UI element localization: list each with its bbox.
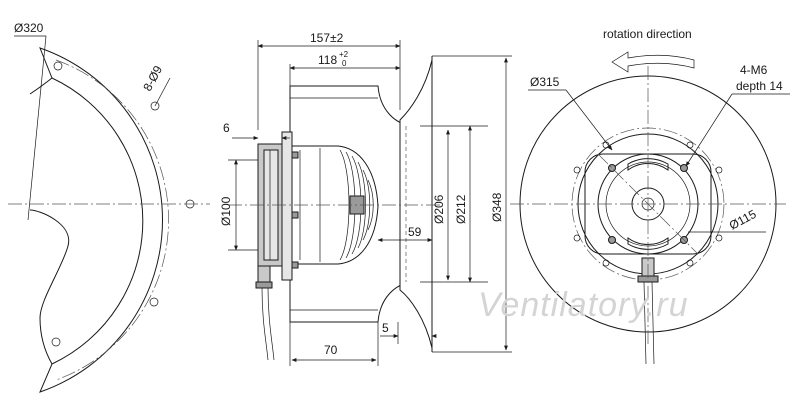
- dim-118-lower-tol: 0: [342, 59, 347, 68]
- leader-line: [565, 89, 613, 151]
- inlet-cone-curve: [29, 77, 70, 365]
- dim-212-label: Ø212: [454, 194, 468, 224]
- slot-bottom: [627, 237, 669, 250]
- hub-flange: [584, 153, 712, 255]
- center-line: [597, 153, 699, 255]
- back-plate: [281, 131, 293, 281]
- mounting-hole: [150, 101, 160, 111]
- leader-line: [27, 35, 47, 221]
- ring-hole: [686, 259, 694, 267]
- depth-label: depth 14: [736, 79, 783, 93]
- ring-hole: [715, 234, 723, 242]
- cable: [643, 281, 655, 365]
- cable: [261, 287, 275, 361]
- dim-70-label: 70: [324, 343, 338, 357]
- ring-hole: [573, 234, 581, 242]
- screw: [291, 261, 299, 269]
- mounting-hole: [51, 337, 61, 347]
- thread-label: 4-M6: [740, 63, 768, 77]
- leader-line: [685, 93, 733, 167]
- inlet-flange: [399, 56, 433, 352]
- slot-top: [627, 158, 669, 171]
- leader-line: [154, 77, 171, 107]
- inlet-ring-half: [39, 47, 163, 393]
- dim-6-label: 6: [223, 121, 230, 135]
- m6-hole: [608, 236, 616, 244]
- dia-315-label: Ø315: [530, 75, 560, 89]
- rotation-arrow: [611, 51, 695, 73]
- mounting-hole: [53, 61, 63, 71]
- rotation-direction-label: rotation direction: [603, 27, 692, 41]
- holes-8-label: 8-Ø9: [140, 63, 165, 93]
- dim-100-label: Ø100: [219, 196, 233, 226]
- ring-hole: [602, 259, 610, 267]
- screw: [291, 151, 299, 159]
- dim-157-label: 157±2: [310, 31, 344, 45]
- screw: [291, 211, 299, 219]
- mounting-hole: [149, 297, 159, 307]
- watermark: Ventilatory.ru: [478, 286, 689, 324]
- dim-5-label: 5: [382, 321, 389, 335]
- cable-gland-nut: [255, 281, 273, 289]
- diameter-320-label: Ø320: [14, 21, 44, 35]
- side-view: 157±2 118 +2 0: [219, 31, 512, 366]
- dim-206-label: Ø206: [432, 194, 446, 224]
- dim-118-upper-tol: +2: [339, 50, 349, 59]
- ring-hole: [715, 166, 723, 174]
- dim-348-label: Ø348: [490, 192, 504, 222]
- left-view: Ø320 8-Ø9: [8, 21, 210, 393]
- dim-59-label: 59: [408, 225, 422, 239]
- ring-hole: [573, 166, 581, 174]
- cable-gland: [257, 265, 271, 283]
- dim-118-label: 118: [318, 53, 337, 67]
- hole-pitch-circle: [55, 59, 169, 381]
- front-view: rotation direction Ø315 4-M6 depth 14 Ø1…: [510, 27, 790, 365]
- ring-hole: [686, 141, 694, 149]
